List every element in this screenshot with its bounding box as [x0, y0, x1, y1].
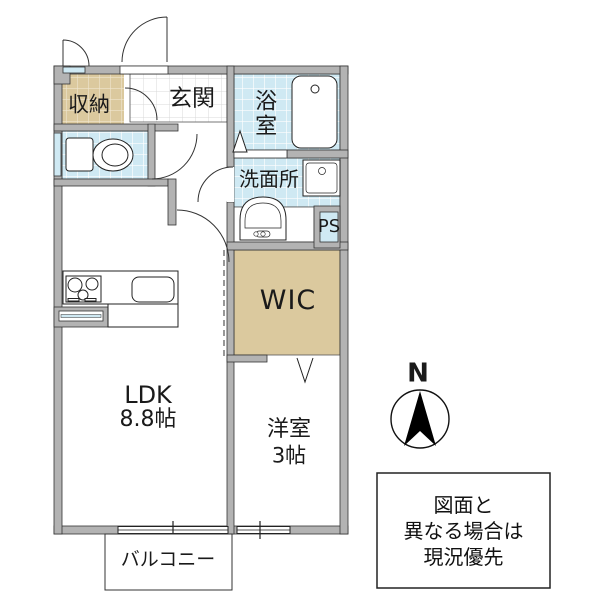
compass: [390, 389, 450, 449]
ps-box: [319, 211, 339, 243]
wall-right: [339, 65, 349, 535]
ps-label: PS: [317, 216, 341, 238]
kitchen-window-glass: [60, 314, 102, 318]
north-arrow: [404, 391, 436, 446]
disclaimer-line-2: 異なる場合は: [403, 518, 524, 543]
ldk-size-label: 8.8帖: [119, 406, 177, 432]
disclaimer-box: [376, 472, 551, 589]
disclaimer-line-1: 図面と: [433, 492, 494, 517]
wic-floor: [233, 249, 341, 356]
ldk-door-arc: [176, 209, 230, 263]
storage-window: [62, 66, 86, 74]
balcony-outline: [104, 533, 233, 591]
wall-under-storage: [53, 123, 179, 132]
stove-grill-2: [84, 298, 97, 302]
stove-grill-1: [67, 298, 80, 302]
entrance-doorway: [119, 65, 169, 75]
wall-wic-western: [226, 354, 268, 363]
washroom-door-arc: [197, 166, 234, 203]
stove-burner-1: [67, 277, 83, 293]
kitchen-counter-return: [107, 303, 179, 328]
wall-top: [53, 65, 349, 75]
wic-door-mark: [296, 357, 314, 384]
washing-machine-pan: [239, 196, 287, 241]
bathroom-door-mark: [232, 129, 248, 153]
toilet-door-arc: [151, 133, 198, 180]
entrance-label: 玄関: [169, 85, 215, 112]
pan-outline: [239, 196, 287, 241]
washroom-doorway: [227, 167, 234, 202]
disclaimer-line-3: 現況優先: [423, 544, 504, 569]
openings: [119, 65, 288, 202]
stove-burner-3: [77, 289, 89, 301]
toilet-tank: [65, 137, 94, 172]
storage-door-arc: [124, 87, 158, 121]
entrance-floor: [129, 73, 228, 123]
storage-label: 収納: [68, 92, 110, 117]
balcony-label: バルコニー: [120, 548, 216, 571]
north-label: N: [407, 358, 429, 389]
washbasin-bowl: [305, 162, 338, 194]
bathtub-faucet: [310, 84, 320, 94]
kitchen-sink: [131, 276, 175, 303]
wall-toilet-south: [53, 178, 169, 187]
western-room-label: 洋室: [266, 416, 312, 442]
storage-exterior-door-arc: [62, 39, 90, 67]
ldk-label: LDK: [124, 380, 172, 409]
stove-burner-2: [85, 277, 99, 291]
western-room-size-label: 3帖: [271, 443, 307, 468]
disclaimer-note: 図面と 異なる場合は 現況優先: [377, 473, 550, 588]
pan-inner: [244, 202, 282, 229]
western-room-floor: [234, 362, 340, 526]
wall-hall-stub: [167, 178, 177, 226]
kitchen-counter: [62, 270, 179, 328]
bathtub: [291, 75, 338, 149]
pan-drain-1: [253, 231, 259, 237]
bathtub-body: [291, 75, 338, 149]
washbasin: [302, 159, 341, 197]
pan-drain-2: [260, 231, 266, 237]
windows: [53, 66, 291, 539]
toilet-fixture: [65, 137, 134, 172]
compass-circle: [390, 389, 450, 449]
bathroom-label: 浴室: [251, 89, 277, 139]
bathroom-threshold: [233, 149, 288, 159]
storage-floor-ext: [62, 84, 74, 124]
storage-floor: [70, 74, 124, 124]
balcony-window-western: [236, 521, 291, 539]
wall-bath-washroom: [286, 149, 349, 159]
door-arcs: [62, 16, 234, 263]
entrance-door-arc: [121, 16, 168, 63]
wic-label: WIC: [259, 285, 317, 317]
wall-toilet-east: [147, 123, 156, 187]
toilet-seat: [101, 143, 129, 167]
washbasin-faucet: [318, 167, 326, 175]
washroom-label: 洗面所: [239, 167, 299, 191]
folding-door-marks: [232, 129, 314, 384]
ldk-floor: [62, 131, 227, 526]
toilet-window: [53, 132, 62, 177]
